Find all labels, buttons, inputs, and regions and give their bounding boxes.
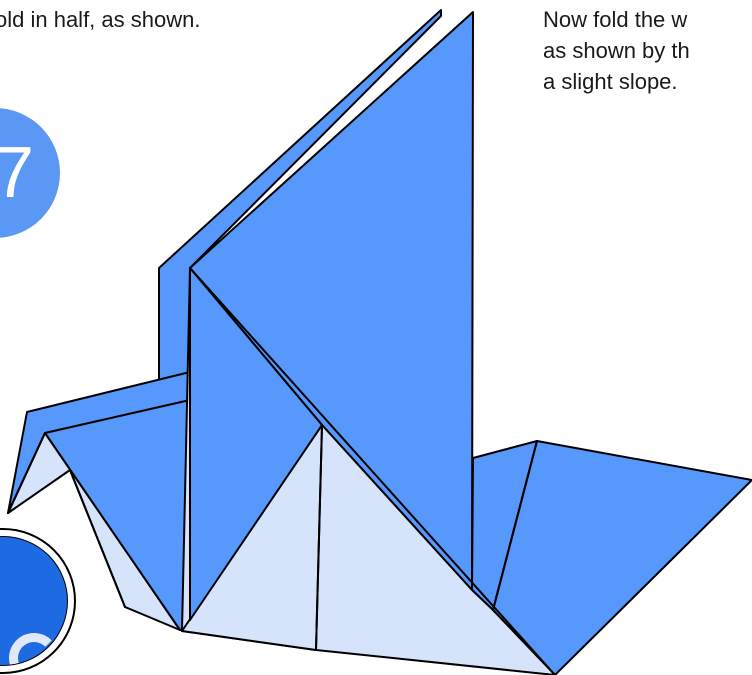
instruction-right-line-1: Now fold the w [543, 7, 688, 32]
crease-body-diagonal [315, 424, 323, 651]
crease-wing-base [189, 267, 556, 675]
neck-flap [44, 399, 191, 631]
next-step-digit-fragment [9, 633, 59, 665]
instruction-right-line-2: as shown by th [543, 38, 690, 63]
tail-fold [492, 440, 752, 675]
crease-beak [7, 432, 46, 514]
instruction-right: Now fold the w as shown by th a slight s… [543, 4, 690, 97]
crease-tail [492, 440, 538, 611]
instruction-left: old in half, as shown. [0, 7, 201, 32]
instruction-right-line-3: a slight slope. [543, 69, 678, 94]
crease-head-bottom [69, 469, 126, 608]
